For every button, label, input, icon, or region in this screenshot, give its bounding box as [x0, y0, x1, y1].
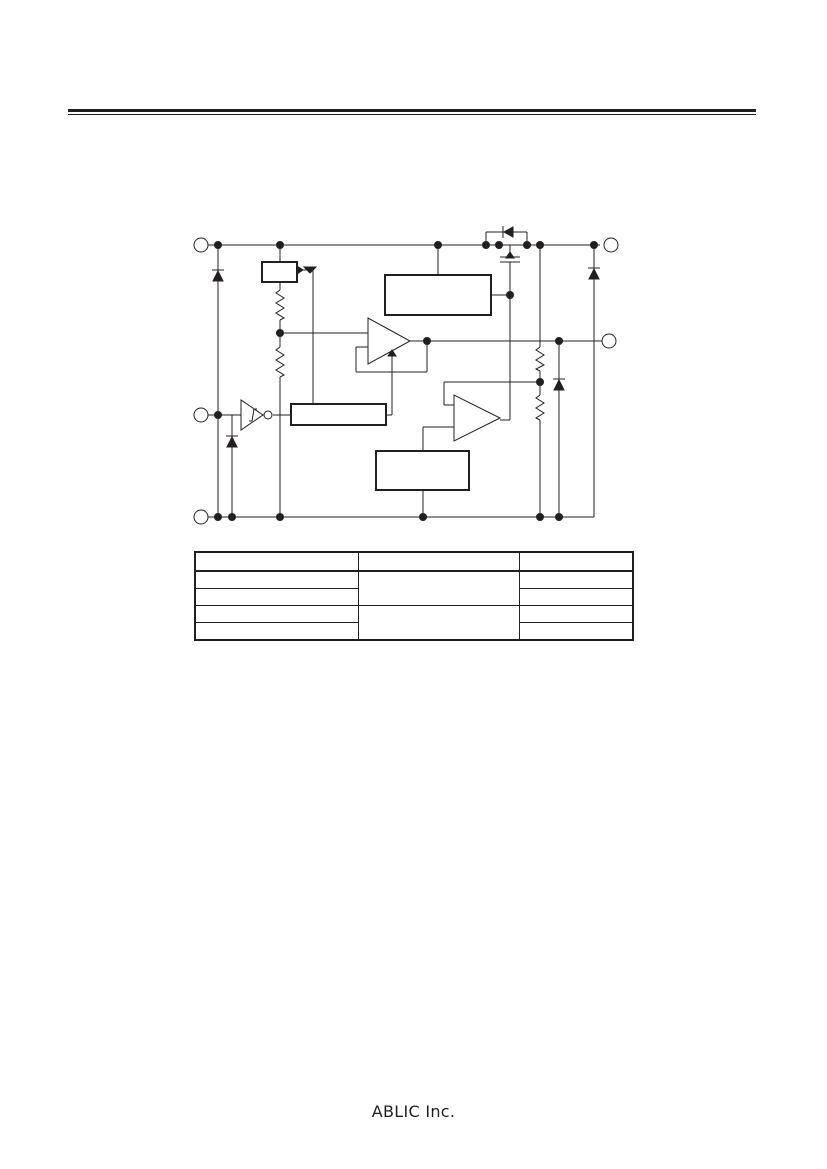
- table-cell: [518, 605, 634, 623]
- schmitt-symbol: [249, 408, 257, 422]
- switch-box: [261, 261, 298, 283]
- body-diode: [502, 226, 514, 238]
- header-rule-thin: [68, 114, 756, 115]
- resistor-r4: [534, 394, 545, 421]
- table-row: [194, 622, 634, 641]
- table-header-cell: [194, 551, 359, 572]
- pin-vout: [603, 237, 619, 253]
- pin-vin: [193, 237, 209, 253]
- junction-dots: [214, 241, 598, 521]
- table-cell: [194, 622, 359, 641]
- block-diagram: [193, 226, 619, 525]
- table-cell: [194, 605, 359, 623]
- control-block: [290, 403, 387, 426]
- resistor-r1: [275, 289, 286, 321]
- table-cell: [194, 588, 359, 606]
- table-row: [194, 570, 634, 606]
- upper-block: [384, 274, 492, 316]
- table-cell: [518, 570, 634, 589]
- pin-vss: [193, 509, 209, 525]
- company-logo: ABLIC Inc.: [371, 1102, 456, 1121]
- table-cell: [518, 588, 634, 606]
- error-amp: [453, 394, 502, 442]
- pin-table: [194, 551, 634, 641]
- diode-d3: [553, 378, 565, 391]
- reference-block: [375, 450, 470, 491]
- table-cell: [357, 570, 520, 606]
- diode-d4: [588, 267, 600, 280]
- diode-d2: [226, 435, 238, 448]
- table-cell: [357, 605, 520, 641]
- pin-ce: [193, 407, 209, 423]
- comparator-amp: [367, 317, 412, 365]
- table-row: [194, 605, 634, 641]
- diode-d1: [212, 269, 224, 282]
- table-cell: [518, 622, 634, 641]
- resistor-r2: [275, 346, 286, 378]
- resistor-r3: [534, 346, 546, 372]
- table-header-row: [194, 551, 634, 572]
- pin-output: [601, 333, 617, 349]
- table-cell: [194, 570, 359, 589]
- table-header-cell: [357, 551, 520, 572]
- header-rule-thick: [68, 109, 756, 112]
- table-header-cell: [518, 551, 634, 572]
- inverter-buffer: [240, 399, 264, 431]
- inverter-bubble: [263, 410, 273, 420]
